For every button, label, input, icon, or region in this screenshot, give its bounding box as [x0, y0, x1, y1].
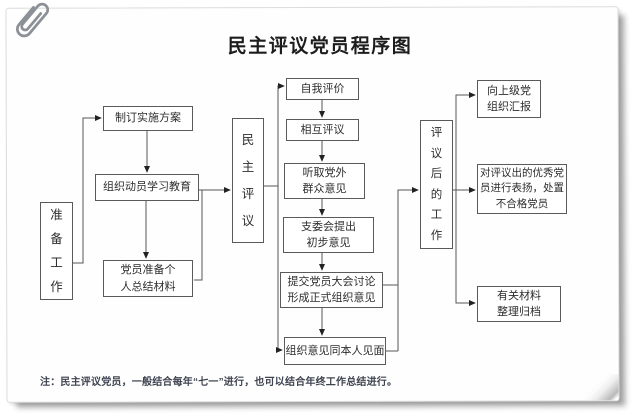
step-praise-handle-label: 对评议出的优秀党员进行表扬，处置不合格党员 — [480, 166, 564, 210]
stage-after-label: 评议后的工作 — [430, 127, 443, 242]
paperclip-icon — [16, 2, 50, 38]
stage-after-box: 评议后的工作 — [420, 120, 453, 249]
step-archive-label: 有关材料整理归档 — [497, 289, 541, 319]
stage-review-label: 民主评议 — [241, 132, 255, 228]
step-meet-person-label: 组织意见同本人见面 — [285, 344, 385, 357]
step-plan-label: 制订实施方案 — [115, 112, 181, 125]
step-mutual-review-label: 相互评议 — [300, 123, 345, 136]
step-party-congress-box: 提交党员大会讨论形成正式组织意见 — [280, 272, 383, 308]
step-mutual-review-box: 相互评议 — [286, 119, 359, 141]
stage-prepare-label: 准备工作 — [50, 208, 63, 294]
step-meet-person-box: 组织意见同本人见面 — [284, 337, 386, 365]
step-branch-committee-box: 支委会提出初步意见 — [283, 217, 374, 253]
step-materials-box: 党员准备个人总结材料 — [103, 260, 193, 297]
step-report-upper-label: 向上级党组织汇报 — [487, 84, 531, 114]
step-archive-box: 有关材料整理归档 — [477, 286, 561, 322]
step-plan-box: 制订实施方案 — [103, 106, 193, 131]
stage-prepare-box: 准备工作 — [40, 202, 73, 300]
step-report-upper-box: 向上级党组织汇报 — [477, 80, 541, 118]
diagram-title: 民主评议党员程序图 — [227, 36, 413, 57]
step-self-evaluation-box: 自我评价 — [286, 78, 359, 100]
stage-review-box: 民主评议 — [232, 118, 264, 243]
step-outside-opinions-box: 听取党外群众意见 — [284, 163, 365, 199]
step-self-evaluation-label: 自我评价 — [300, 82, 345, 95]
step-mobilize-box: 组织动员学习教育 — [95, 174, 199, 201]
step-branch-committee-label: 支委会提出初步意见 — [301, 220, 356, 250]
step-party-congress-label: 提交党员大会讨论形成正式组织意见 — [287, 275, 376, 305]
note-text: 注：民主评议党员，一般结合每年“七一”进行，也可以结合年终工作总结进行。 — [40, 377, 398, 388]
step-praise-handle-box: 对评议出的优秀党员进行表扬，处置不合格党员 — [477, 164, 567, 214]
step-mobilize-label: 组织动员学习教育 — [103, 181, 191, 194]
step-outside-opinions-label: 听取党外群众意见 — [302, 166, 347, 196]
step-materials-label: 党员准备个人总结材料 — [120, 264, 176, 293]
